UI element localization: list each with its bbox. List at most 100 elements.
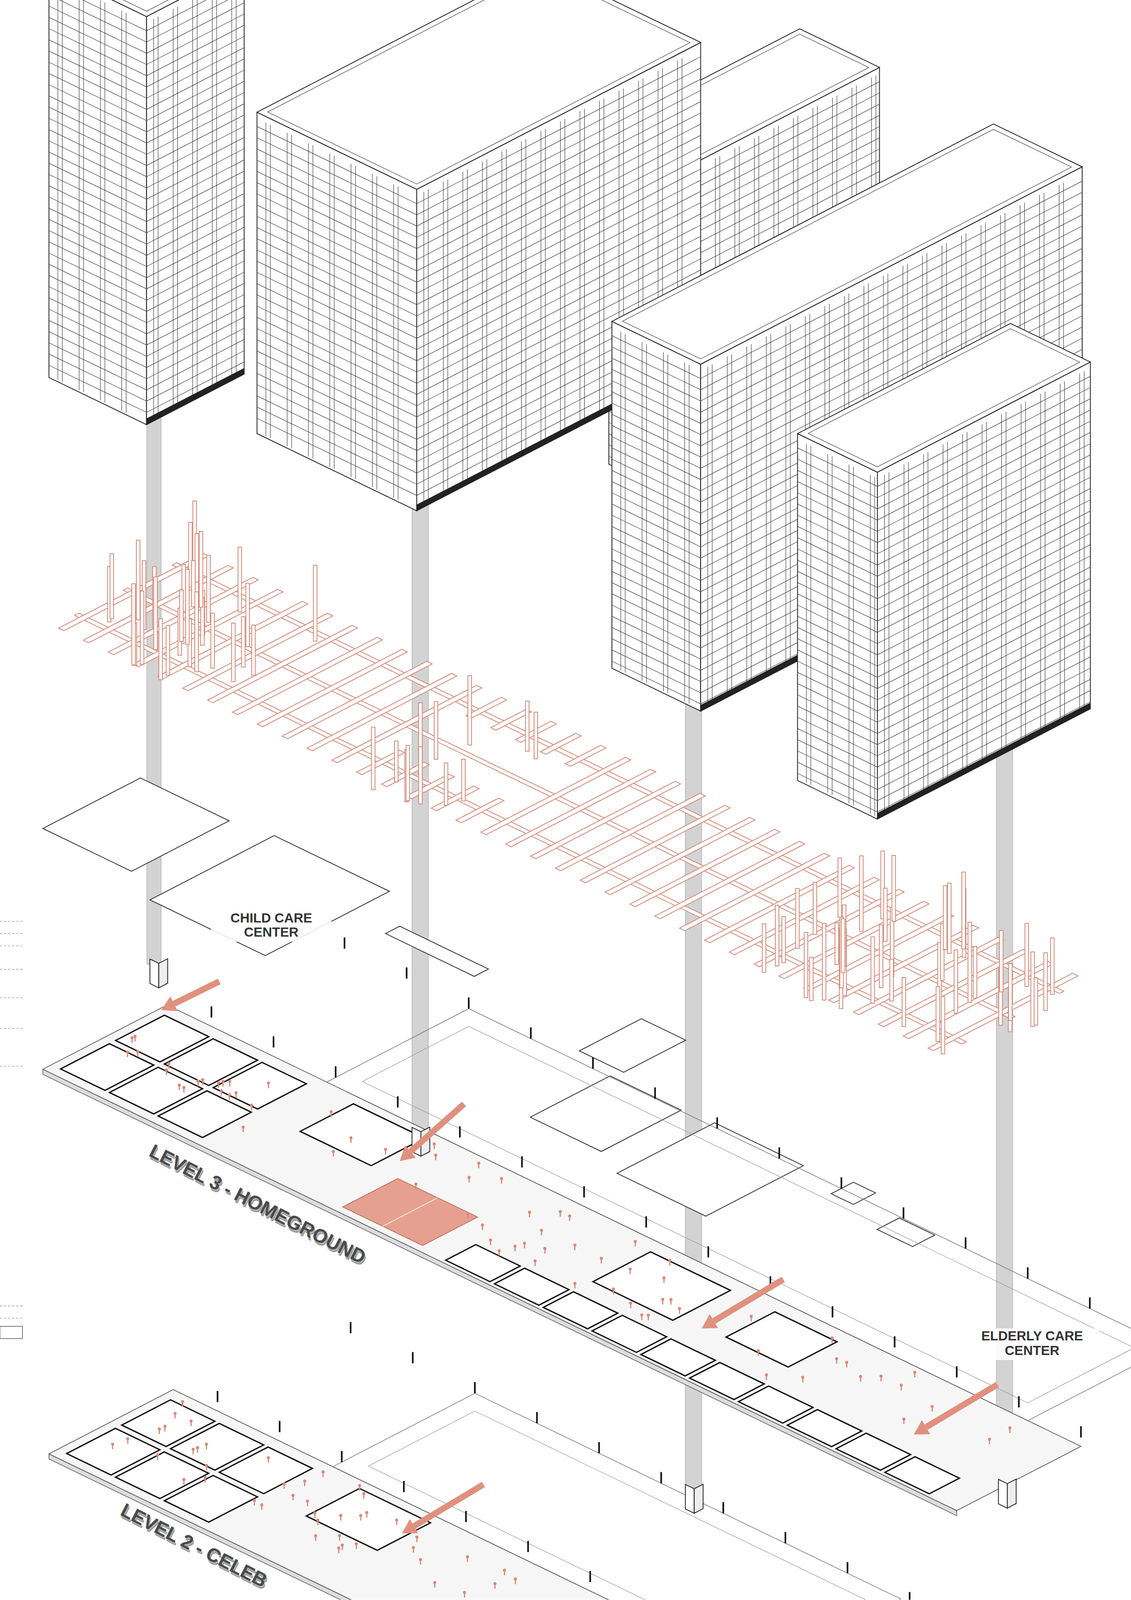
floor-line [877,634,1091,745]
pergola-beam [565,745,606,767]
mullion [731,354,732,693]
person-figure [416,1537,418,1542]
floor-line [48,264,147,312]
arrow-head [701,1313,719,1328]
person-figure [574,1245,576,1250]
person-figure [540,1230,543,1235]
floor-line [146,36,244,88]
column-stub [529,1027,532,1039]
mullion [372,174,373,488]
person-figure [765,1375,768,1380]
pergola-post [405,745,410,801]
column-stub [216,1390,219,1402]
person-figure [500,1178,503,1183]
column-stub [902,1206,905,1219]
floor-line [257,350,417,428]
person-figure [503,1570,506,1575]
roof-parapet [267,0,691,184]
person-figure [494,1583,496,1588]
pergola-beam [430,785,479,811]
floor-line [877,645,1091,756]
court-line [382,1197,438,1226]
person-figure [267,1083,270,1088]
mullion [923,454,924,793]
person-figure [670,1300,672,1305]
mullion [501,151,503,465]
person-figure [641,1315,643,1320]
person-figure [466,1557,469,1562]
core-face [694,1483,703,1513]
core-box [685,1483,704,1513]
floor-slab [831,1181,876,1204]
person-figure [363,1494,365,1499]
margin-tick [0,968,23,970]
floor-line [877,409,1091,521]
floor-line [48,84,147,132]
person-figure [523,1243,526,1248]
floor-line [146,159,244,211]
floor-line [877,488,1091,599]
floor-line [48,17,147,65]
mullion [579,110,581,425]
floor-line [257,294,417,372]
pink-arrow [160,980,219,1011]
pergola-post [889,959,894,1001]
person-figure [156,1455,159,1460]
person-figure [181,1402,184,1407]
column-stub [343,937,346,949]
margin-tick [0,1065,23,1066]
floor-line [146,227,244,278]
column-stub [278,1420,281,1432]
person-figure [630,1303,632,1308]
person-figure [529,1212,531,1217]
column-stub [473,1381,476,1393]
person-figure [183,1088,185,1093]
person-figure [253,1500,255,1505]
pink-arrow [913,1384,998,1435]
person-figure [126,1052,129,1057]
pergola-post [762,923,766,972]
mullion [486,159,488,473]
floor-line [877,566,1091,678]
pink-arrow [401,1483,484,1533]
mullion [684,362,685,701]
mullion [333,155,335,469]
floor-slab [530,1075,682,1152]
mullion [308,143,309,457]
floor-line [877,466,1091,577]
mullion [853,466,854,805]
person-figure [574,1283,576,1288]
pergola-post [1050,937,1055,995]
floor-line [877,499,1091,610]
pergola-post [140,591,145,665]
mullion [624,333,626,673]
mullion [525,139,527,453]
floor-line [877,589,1091,700]
column-stub [210,1006,213,1018]
mullion [789,323,791,663]
pergola-post [434,701,438,760]
person-figure [355,1544,358,1549]
person-figure [468,1177,470,1183]
column-stub [411,1351,414,1364]
floor-line [797,481,878,521]
floor-line [146,148,244,200]
person-figure [366,1513,368,1518]
person-figure [332,1151,335,1157]
mullion [746,346,748,685]
pergola-post [954,949,958,1013]
floor-line [48,163,147,211]
floor-line [48,73,147,121]
mullion [423,191,425,505]
person-figure [415,1184,417,1189]
column-stub [722,1501,725,1513]
mullion [376,176,378,490]
mullion [947,441,948,781]
pergola-rail [171,562,1064,993]
pergola-post [837,857,842,918]
floor-line [797,537,878,577]
column-stub [521,1155,524,1168]
floor-line [877,656,1091,768]
floor-line [146,14,244,65]
person-figure [802,1377,804,1382]
